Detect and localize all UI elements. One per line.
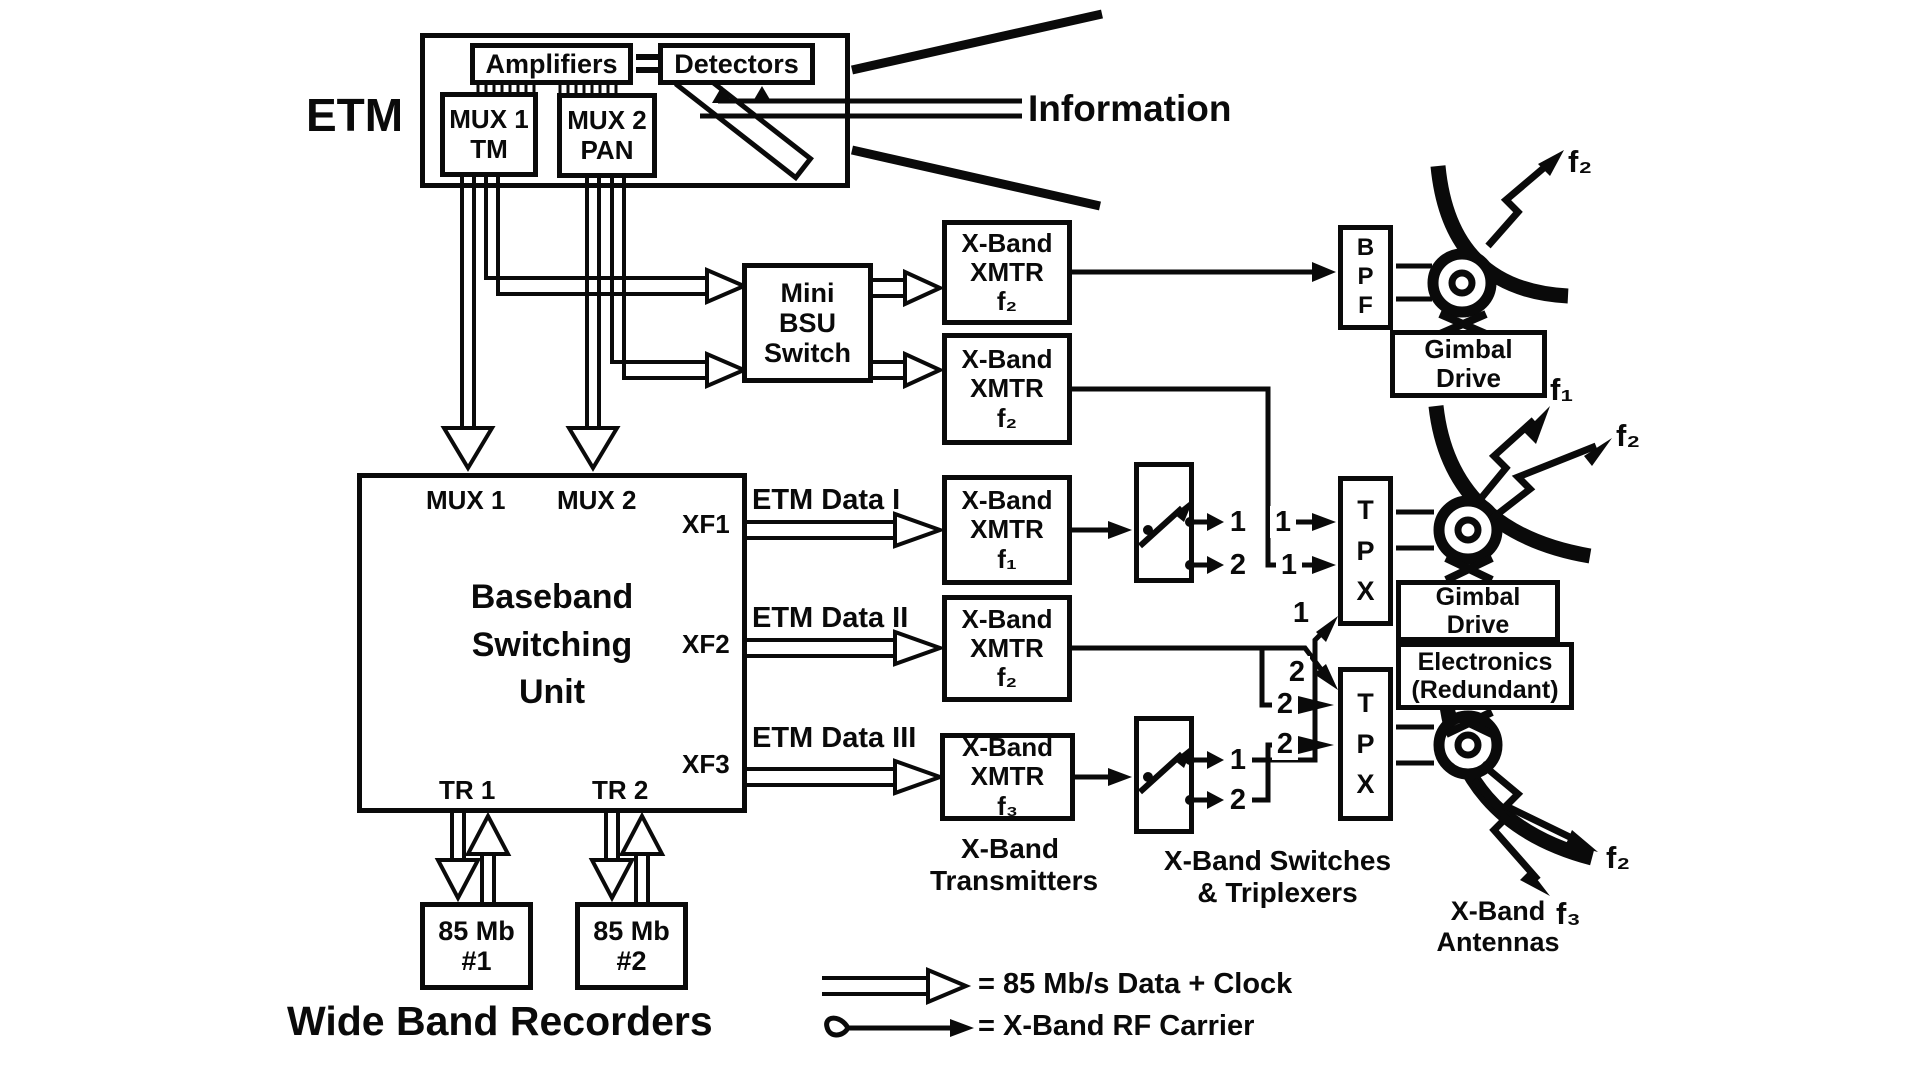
amplifiers-box: Amplifiers (470, 43, 633, 85)
xband-antennas-caption: X-Band Antennas (1436, 896, 1560, 958)
mux1-tm-box: MUX 1 TM (440, 92, 538, 177)
legend-rf-carrier-label: = X-Band RF Carrier (978, 1010, 1255, 1042)
bsu-title: Baseband Switching Unit (470, 578, 634, 712)
path-number: 2 (1225, 784, 1251, 816)
gimbal-drive-box-top: Gimbal Drive (1390, 330, 1547, 398)
gimbal-drive-electronics-box-a: Gimbal Drive (1396, 580, 1560, 642)
xband-switches-caption: X-Band Switches & Triplexers (1163, 845, 1392, 909)
legend-hollow-arrow (822, 966, 972, 1006)
path-number: 1 (1225, 744, 1251, 776)
etm-data-2-label: ETM Data II (752, 602, 909, 634)
xband-xmtr-f1-box: X-Band XMTR f₁ (942, 475, 1072, 585)
mini-bsu-switch-box: Mini BSU Switch (742, 263, 873, 383)
detectors-box: Detectors (658, 43, 815, 85)
xband-transmitters-caption: X-Band Transmitters (930, 833, 1099, 897)
detectors-label: Detectors (674, 48, 799, 79)
recorder-1-box: 85 Mb #1 (420, 902, 533, 990)
path-number: 2 (1284, 656, 1310, 688)
rf-lines (1072, 262, 1338, 809)
legend-solid-arrow (824, 1015, 974, 1038)
minibsu-out-arrows (873, 268, 945, 390)
etm-data-1-label: ETM Data I (752, 484, 901, 516)
tpx-box-2: T P X (1338, 667, 1393, 821)
bsu-port-mux1: MUX 1 (426, 485, 506, 515)
freq-label-f2-bot: f₂ (1606, 840, 1631, 875)
xband-xmtr-f2-box-mid: X-Band XMTR f₂ (942, 595, 1072, 702)
rf-beam-arrows (1471, 150, 1612, 896)
baseband-switching-unit-box: Baseband Switching Unit MUX 1 MUX 2 XF1 … (357, 473, 747, 813)
legend-data-clock-label: = 85 Mb/s Data + Clock (978, 968, 1293, 1000)
rf-switch-2-box (1134, 716, 1194, 834)
etm-assembly-box (420, 33, 850, 188)
xband-xmtr-f2-box-top2: X-Band XMTR f₂ (942, 333, 1072, 445)
gimbal-brackets (1396, 263, 1434, 766)
path-number: 2 (1272, 728, 1298, 760)
path-number: 1 (1225, 506, 1251, 538)
freq-label-f1-mid: f₁ (1550, 372, 1574, 407)
xband-xmtr-f2-box-top1: X-Band XMTR f₂ (942, 220, 1072, 325)
etm-label: ETM (306, 89, 404, 141)
tpx-box-1: T P X (1338, 476, 1393, 626)
rf-switch-1-box (1134, 462, 1194, 583)
recorder-arrows (434, 811, 666, 903)
freq-label-f2-top: f₂ (1568, 144, 1593, 179)
path-number: 2 (1225, 549, 1251, 581)
wide-band-recorders-label: Wide Band Recorders (287, 998, 713, 1044)
freq-label-f3-bot: f₃ (1556, 896, 1581, 931)
gimbal-circles (1427, 248, 1503, 780)
mux2-pan-box: MUX 2 PAN (557, 93, 657, 178)
path-number: 2 (1272, 688, 1298, 720)
gimbal-drive-electronics-box-b: Electronics (Redundant) (1396, 642, 1574, 710)
path-number: 1 (1288, 597, 1314, 629)
bsu-port-mux2: MUX 2 (557, 485, 637, 515)
information-lines (700, 98, 1022, 119)
information-label: Information (1028, 88, 1232, 129)
etm-data-arrows (747, 511, 946, 796)
amplifier-hatches (476, 85, 618, 93)
bpf-box: B P F (1338, 225, 1393, 330)
xband-xmtr-f3-box: X-Band XMTR f₃ (940, 733, 1075, 821)
etm-data-3-label: ETM Data III (752, 722, 917, 754)
bsu-port-tr1: TR 1 (439, 775, 496, 805)
amp-det-connector (636, 54, 658, 73)
amplifiers-label: Amplifiers (485, 48, 618, 79)
bsu-port-xf3: XF3 (682, 749, 730, 779)
bsu-port-xf1: XF1 (682, 509, 730, 539)
bsu-port-xf2: XF2 (682, 629, 730, 659)
recorder-2-box: 85 Mb #2 (575, 902, 688, 990)
optical-rays (851, 9, 1103, 211)
path-number: 1 (1270, 506, 1296, 538)
mux-down-arrows (440, 177, 750, 472)
bsu-port-tr2: TR 2 (592, 775, 649, 805)
freq-label-f2-mid: f₂ (1616, 418, 1641, 453)
path-number: 1 (1276, 549, 1302, 581)
